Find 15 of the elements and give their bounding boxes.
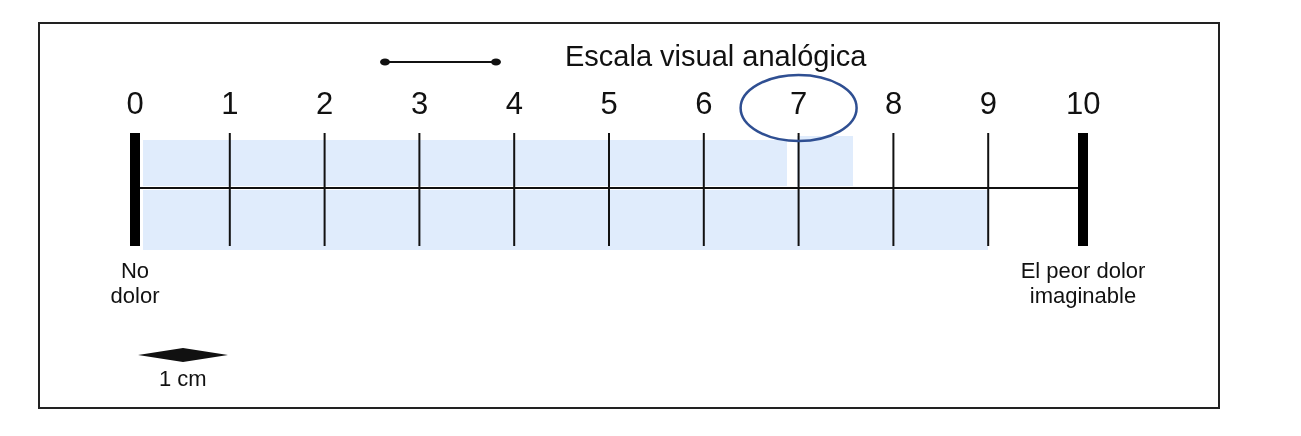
scale-number: 1 xyxy=(221,86,239,122)
scale-bar-label: 1 cm xyxy=(159,366,207,392)
scale-number: 8 xyxy=(884,86,903,122)
scale-number: 4 xyxy=(505,86,523,122)
scale-number: 0 xyxy=(126,86,144,122)
scale-number: 9 xyxy=(979,86,997,122)
scale-number: 3 xyxy=(410,86,429,122)
end-label: El peor dolor imaginable xyxy=(1019,258,1147,309)
scale-number: 2 xyxy=(316,86,334,122)
scale-number: 7 xyxy=(790,86,808,122)
chart-title: Escala visual analógica xyxy=(565,40,867,74)
scale-number: 6 xyxy=(695,86,713,122)
scale-number: 10 xyxy=(1066,86,1101,122)
end-label: No dolor xyxy=(109,258,161,309)
scale-number: 5 xyxy=(600,86,618,122)
